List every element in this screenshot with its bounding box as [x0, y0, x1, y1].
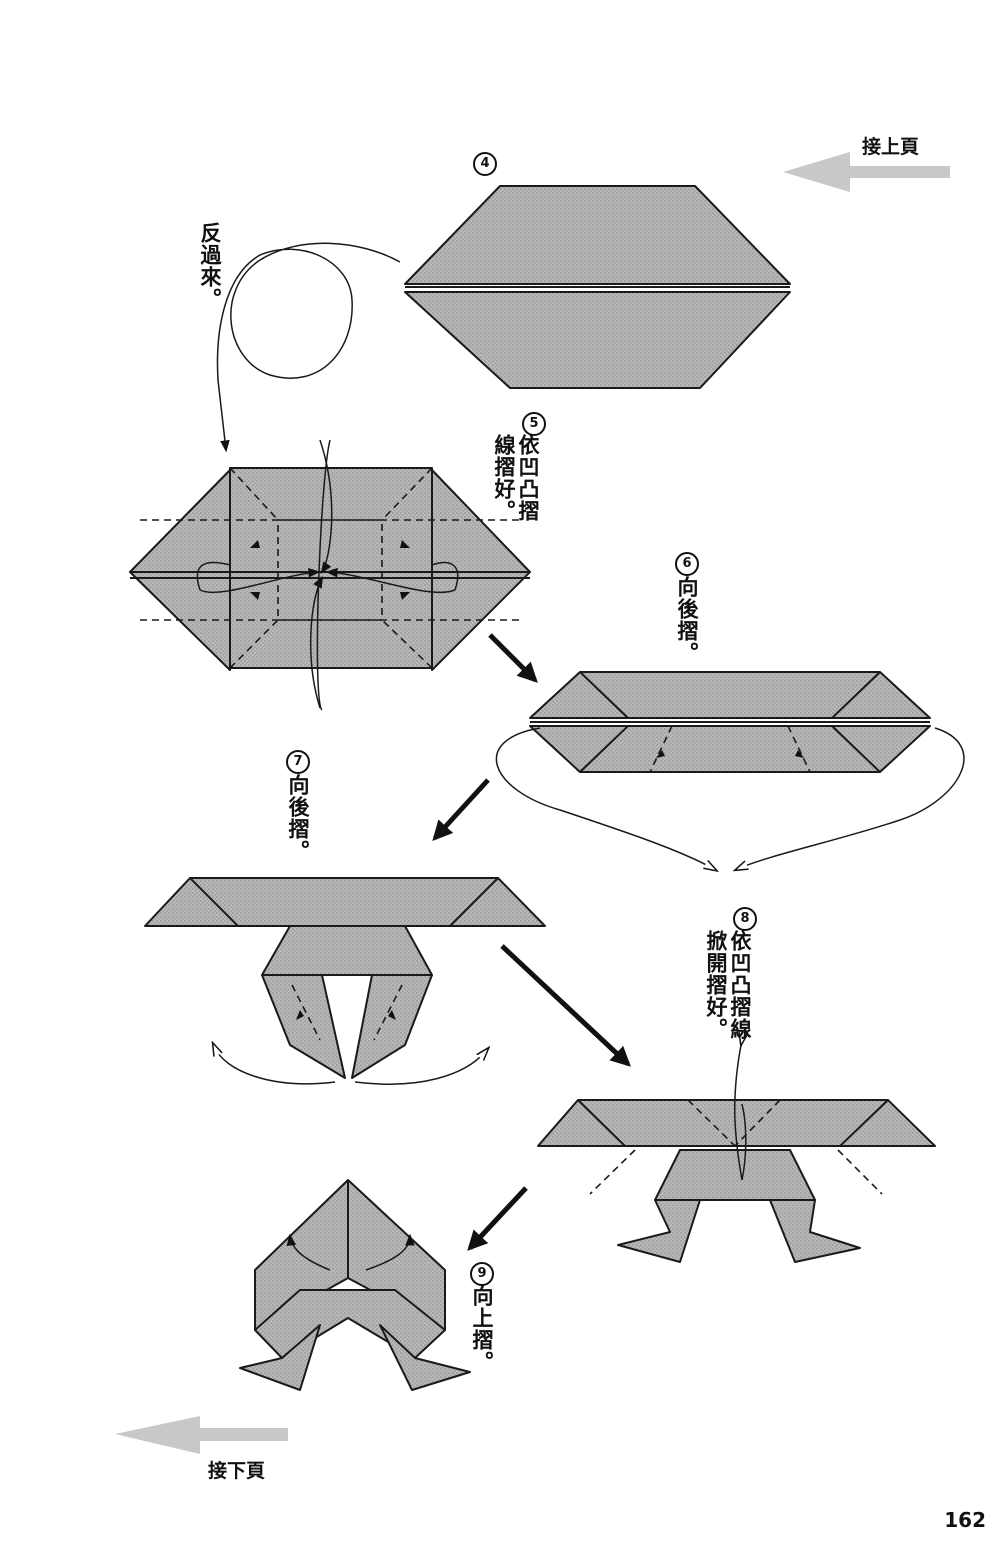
step-6-number: 6 — [675, 552, 699, 576]
step-7-number: 7 — [286, 750, 310, 774]
step-4-figure — [404, 185, 791, 389]
turn-over-arrow-icon — [216, 242, 401, 453]
next-step-arrow-icon — [432, 778, 490, 841]
step-5-text: 依凹凸摺線摺好。 — [492, 434, 540, 522]
step-8-number: 8 — [733, 907, 757, 931]
step-6-figure — [495, 671, 965, 868]
step-9-figure — [239, 1179, 471, 1391]
step-6-text: 向後摺。 — [675, 576, 699, 664]
step-9-number: 9 — [470, 1262, 494, 1286]
page-number: 162 — [944, 1508, 986, 1532]
next-step-arrow-icon — [500, 944, 631, 1067]
step-5-number: 5 — [522, 412, 546, 436]
prev-page-arrow-icon[interactable] — [783, 152, 950, 192]
next-page-arrow-icon[interactable] — [115, 1416, 288, 1454]
step-7-text: 向後摺。 — [286, 774, 310, 862]
next-step-arrow-icon — [467, 1186, 528, 1251]
step-turn-over-text: 反過來。 — [198, 222, 222, 310]
step-7-figure — [144, 877, 546, 1085]
step-8-figure — [537, 1040, 936, 1263]
prev-page-label[interactable]: 接上頁 — [862, 136, 920, 158]
step-9-text: 向上摺。 — [470, 1285, 494, 1373]
next-step-arrow-icon — [488, 633, 538, 683]
step-8-text: 依凹凸摺線掀開摺好。 — [704, 930, 752, 1040]
step-4-number: 4 — [473, 152, 497, 176]
next-page-label[interactable]: 接下頁 — [208, 1460, 266, 1482]
step-5-figure — [129, 439, 531, 711]
